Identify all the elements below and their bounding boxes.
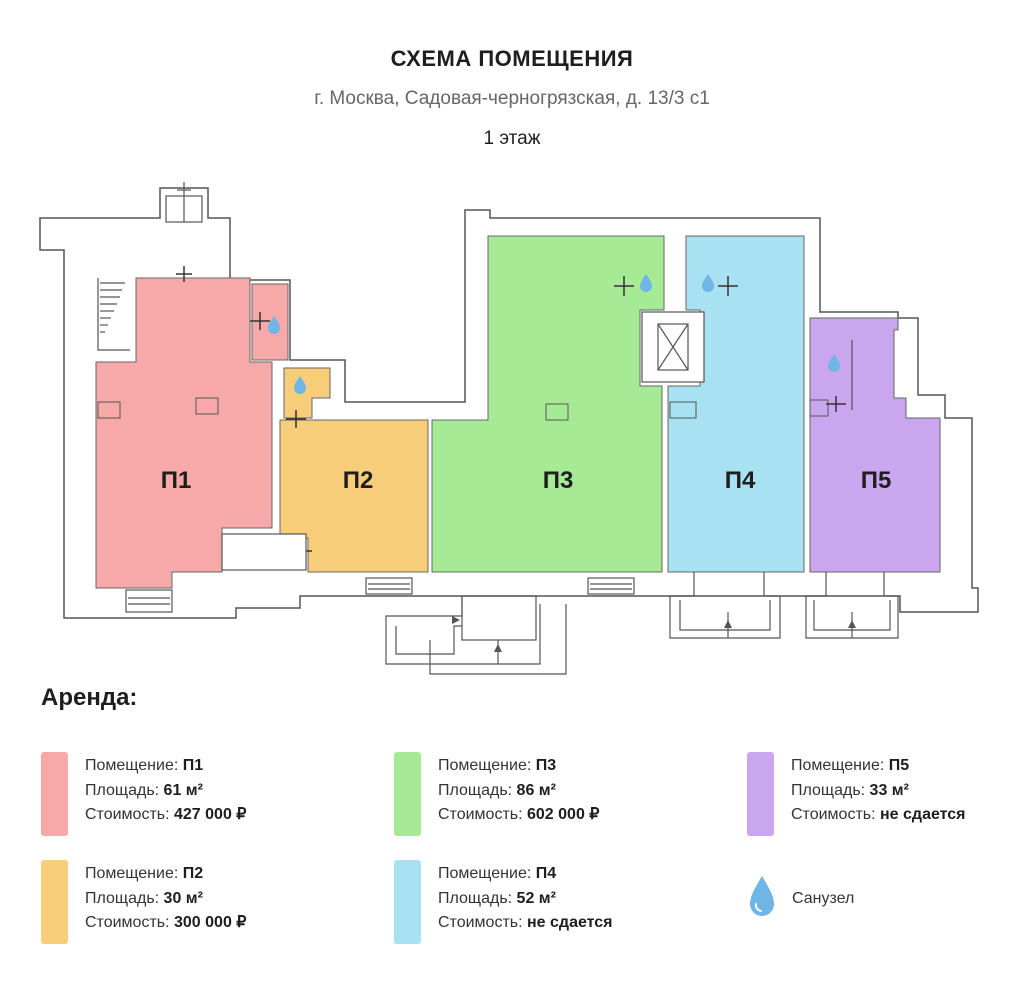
water-drop-icon	[750, 876, 774, 916]
legend-item-p2: Помещение: П2 Площадь: 30 м² Стоимость: …	[41, 860, 341, 944]
room-label-p4: П4	[725, 467, 756, 494]
room-label-p3: П3	[543, 467, 574, 494]
color-swatch	[394, 752, 421, 836]
floor-plan: П1 П2 П3 П4 П5	[39, 182, 979, 675]
elevator-shaft	[641, 311, 705, 383]
room-label-p1: П1	[161, 467, 192, 494]
legend-cost: Стоимость: не сдается	[438, 914, 613, 931]
legend-room: Помещение: П5	[791, 757, 910, 774]
legend-wc: Санузел	[747, 874, 947, 924]
color-swatch	[394, 860, 421, 944]
floor-label: 1 этаж	[483, 128, 541, 149]
room-label-p2: П2	[343, 467, 374, 494]
staircase	[97, 278, 130, 351]
room-p2-wc	[283, 367, 331, 419]
plan-address: г. Москва, Садовая-черногрязская, д. 13/…	[314, 88, 710, 109]
column	[669, 401, 697, 419]
water-drop-icon	[702, 274, 714, 292]
legend-item-p1: Помещение: П1 Площадь: 61 м² Стоимость: …	[41, 752, 341, 836]
color-swatch	[747, 752, 774, 836]
legend-item-p5: Помещение: П5 Площадь: 33 м² Стоимость: …	[747, 752, 1024, 836]
room-p1[interactable]	[95, 277, 273, 589]
color-swatch	[41, 752, 68, 836]
legend-cost: Стоимость: 602 000 ₽	[438, 806, 600, 823]
wc-label: Санузел	[792, 890, 855, 907]
room-p1-wc	[251, 283, 289, 361]
legend-room: Помещение: П4	[438, 865, 557, 882]
column	[97, 401, 121, 419]
legend-area: Площадь: 33 м²	[791, 781, 909, 799]
column	[545, 403, 569, 421]
water-drop-icon	[294, 376, 306, 394]
legend-area: Площадь: 86 м²	[438, 781, 556, 799]
legend-cost: Стоимость: 300 000 ₽	[85, 914, 247, 931]
column	[195, 397, 219, 415]
column	[809, 399, 829, 417]
water-drop-icon	[828, 354, 840, 372]
legend-room: Помещение: П1	[85, 757, 204, 774]
legend-room: Помещение: П3	[438, 757, 557, 774]
legend-area: Площадь: 52 м²	[438, 889, 556, 907]
legend-item-p4: Помещение: П4 Площадь: 52 м² Стоимость: …	[394, 860, 694, 944]
legend-item-p3: Помещение: П3 Площадь: 86 м² Стоимость: …	[394, 752, 694, 836]
room-label-p5: П5	[861, 467, 892, 494]
plan-title: СХЕМА ПОМЕЩЕНИЯ	[390, 46, 634, 71]
water-drop-icon	[268, 316, 280, 334]
entrance-arrows	[452, 616, 856, 652]
color-swatch	[41, 860, 68, 944]
legend-room: Помещение: П2	[85, 865, 204, 882]
legend-cost: Стоимость: 427 000 ₽	[85, 806, 247, 823]
shaft-top-left	[165, 182, 203, 223]
legend-cost: Стоимость: не сдается	[791, 806, 966, 823]
wc-markers	[268, 274, 840, 394]
room-p5[interactable]	[809, 317, 941, 573]
water-drop-icon	[640, 274, 652, 292]
rent-heading: Аренда:	[41, 684, 138, 711]
legend-area: Площадь: 61 м²	[85, 781, 203, 799]
legend-area: Площадь: 30 м²	[85, 889, 203, 907]
